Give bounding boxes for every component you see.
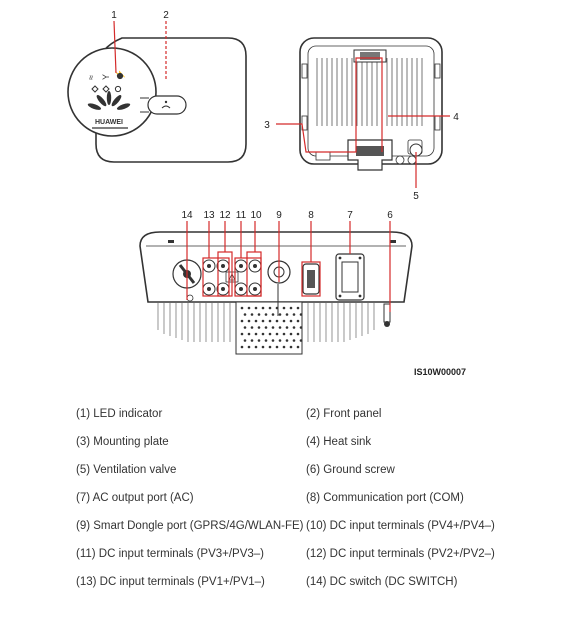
- brand-wordmark: HUAWEI: [95, 119, 123, 126]
- svg-text:≈: ≈: [86, 75, 96, 80]
- inverter-diagram: ≈ Y ⚡ HUAWEI 1 2: [67, 10, 466, 377]
- callout-8: 8: [308, 210, 314, 221]
- bottom-view: 14 13 12 11 10 9 8 7 6: [139, 210, 413, 355]
- callout-11: 11: [236, 210, 247, 221]
- figure-code: IS10W00007: [414, 367, 466, 377]
- legend-item-1: (1) LED indicator: [76, 408, 163, 420]
- callout-13: 13: [203, 210, 215, 221]
- callout-6: 6: [387, 210, 393, 221]
- led-indicator-icon: ≈ Y ⚡: [86, 69, 126, 93]
- callout-3: 3: [264, 120, 270, 131]
- legend-item-14: (14) DC switch (DC SWITCH): [306, 576, 458, 588]
- legend-item-13: (13) DC input terminals (PV1+/PV1–): [76, 576, 265, 588]
- legend-item-5: (5) Ventilation valve: [76, 464, 177, 476]
- heat-sink-fins: [316, 58, 423, 126]
- legend-item-2: (2) Front panel: [306, 408, 382, 420]
- callout-12: 12: [219, 210, 231, 221]
- rear-view: 3 4 5: [264, 37, 459, 202]
- callout-10: 10: [250, 210, 262, 221]
- com-port: [302, 263, 320, 295]
- legend-item-4: (4) Heat sink: [306, 436, 372, 448]
- legend-item-12: (12) DC input terminals (PV2+/PV2–): [306, 548, 495, 560]
- callout-line-1: [113, 20, 117, 74]
- svg-text:Y: Y: [101, 74, 111, 80]
- led-magnifier: [67, 47, 157, 137]
- legend-item-3: (3) Mounting plate: [76, 436, 169, 448]
- legend-item-8: (8) Communication port (COM): [306, 492, 464, 504]
- callout-2: 2: [163, 10, 169, 21]
- callout-1: 1: [111, 10, 117, 21]
- legend-item-6: (6) Ground screw: [306, 464, 395, 476]
- legend-item-10: (10) DC input terminals (PV4+/PV4–): [306, 520, 495, 532]
- callout-5: 5: [413, 191, 419, 202]
- legend-item-9: (9) Smart Dongle port (GPRS/4G/WLAN-FE): [76, 520, 304, 532]
- callout-9: 9: [276, 210, 282, 221]
- legend: (1) LED indicator (2) Front panel (3) Mo…: [0, 400, 561, 621]
- huawei-logo-icon: [87, 91, 131, 110]
- bottom-fins: [157, 302, 375, 342]
- legend-item-11: (11) DC input terminals (PV3+/PV3–): [76, 548, 265, 560]
- bottom-callout-lines: [186, 221, 391, 312]
- legend-item-7: (7) AC output port (AC): [76, 492, 194, 504]
- callout-14: 14: [181, 210, 193, 221]
- callout-7: 7: [347, 210, 353, 221]
- front-view: ≈ Y ⚡ HUAWEI 1 2: [67, 10, 247, 163]
- callout-line-3: [276, 57, 383, 153]
- callout-4: 4: [453, 112, 459, 123]
- ground-screw: [383, 303, 391, 327]
- ac-output-port: [335, 253, 365, 301]
- led-window: [147, 95, 187, 115]
